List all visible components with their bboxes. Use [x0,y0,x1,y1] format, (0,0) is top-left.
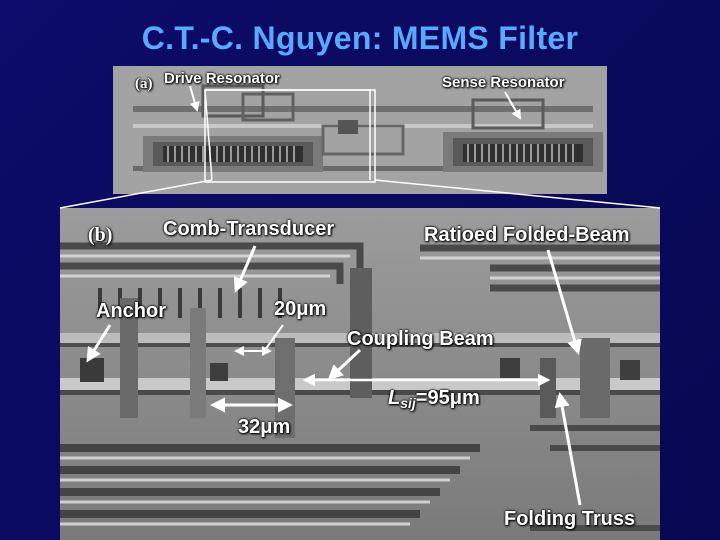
dim-32-label: 32μm [238,416,291,438]
sense-resonator-label: Sense Resonator [442,74,565,91]
lsij-subscript: sij [400,395,416,411]
lsij-symbol: L [388,387,401,409]
page-title: C.T.-C. Nguyen: MEMS Filter [141,20,579,56]
comb-transducer-label: Comb-Transducer [163,218,335,240]
micrograph-zoomed-drawing [60,208,660,540]
coupling-beam-label: Coupling Beam [347,328,494,350]
folding-truss-label: Folding Truss [504,508,636,530]
anchor-label: Anchor [96,300,166,322]
panel-a-tag: (a) [135,76,153,92]
drive-resonator-label: Drive Resonator [164,70,280,87]
lsij-label: Lsij=95μm [388,387,480,411]
micrograph-zoomed [60,208,660,540]
ratioed-folded-beam-label: Ratioed Folded-Beam [424,224,630,246]
lsij-value: =95μm [415,387,480,409]
panel-b-tag: (b) [88,224,113,246]
dim-20-label: 20μm [274,298,327,320]
